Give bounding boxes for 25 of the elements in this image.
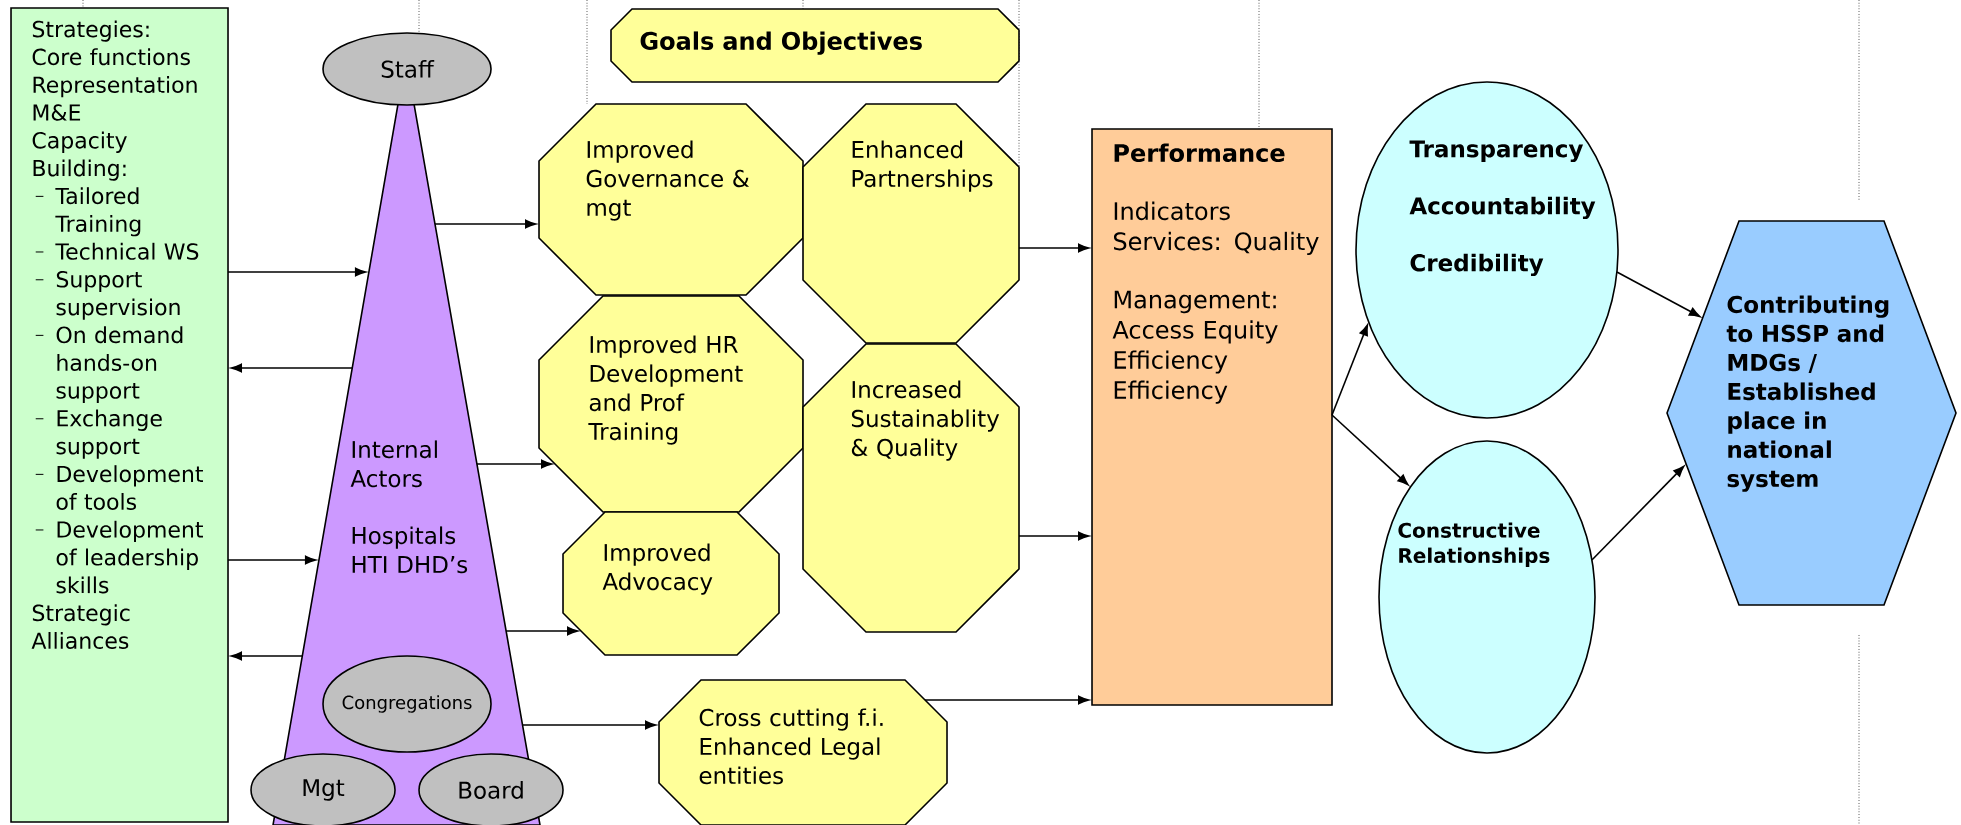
arrow	[1018, 531, 1090, 541]
goal-octagon: Cross cutting f.i. Enhanced Legal entities	[658, 679, 948, 825]
heading-octagon: Goals and Objectives	[610, 8, 1020, 83]
arrow	[1616, 271, 1701, 318]
arrow	[1331, 414, 1409, 486]
arrow	[434, 219, 537, 229]
arrow	[230, 363, 354, 373]
strategy-box: Strategies: Core functions Representation M&E Capacity Building: Tailored Training Technical WS Support supervision On demand hands-on support Exchange support Development of tools Development of leadership skills Strategic Alliances	[10, 7, 229, 823]
arrow	[505, 626, 579, 636]
arrow	[476, 459, 553, 469]
arrow	[521, 720, 657, 730]
performance-box: Performance Indicators Services: Quality Management: Access Equity Efficiency Efficiency	[1091, 128, 1333, 706]
arrow	[227, 555, 317, 565]
arrow	[1591, 465, 1685, 561]
goal-octagon: Improved HR Development and Prof Training	[538, 295, 804, 513]
goal-octagon: Increased Sustainablity & Quality	[802, 343, 1020, 633]
arrow	[1018, 243, 1090, 253]
goal-octagon: Improved Governance & mgt	[538, 103, 804, 296]
arrow	[1331, 324, 1369, 416]
goal-octagon: Improved Advocacy	[562, 511, 780, 656]
goal-octagon: Enhanced Partnerships	[802, 103, 1020, 344]
arrow	[230, 651, 304, 661]
arrow	[227, 267, 367, 277]
impact-hexagon: Contributing to HSSP and MDGs / Established place in national system	[1666, 220, 1957, 606]
arrow	[924, 695, 1090, 705]
